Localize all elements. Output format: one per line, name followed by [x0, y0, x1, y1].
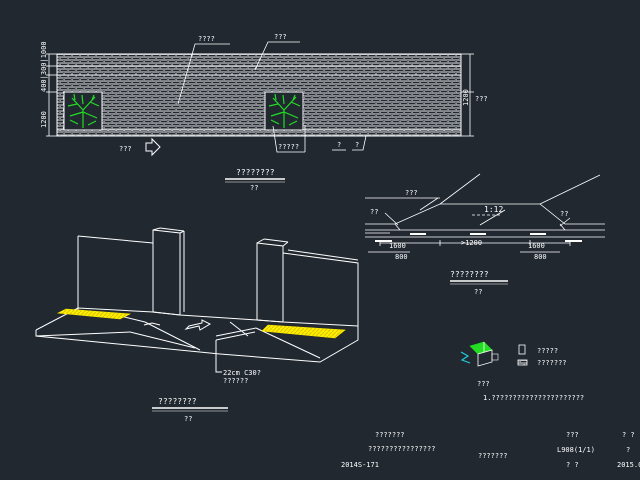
legend-block: ????? ???????: [460, 341, 567, 367]
section-dim-5: 800: [534, 253, 547, 261]
notes-title: ???: [477, 380, 490, 388]
legend-swatch-1: [518, 344, 526, 355]
title-mark-1: ? ?: [622, 431, 635, 439]
plan-label-bottom-mid: ?????: [278, 143, 299, 151]
tactile-paving-left: [56, 308, 132, 320]
title-sheet: L908(1/1): [557, 446, 595, 454]
plan-label-top-2: ???: [274, 33, 287, 41]
caption-persp-title: ????????: [158, 397, 197, 406]
legend-swatch-2: [517, 359, 528, 366]
plan-view: 400|300|1000 1200 1200 ??? ???? ??? ??? …: [40, 33, 488, 157]
flow-arrow-icon: [145, 137, 161, 157]
caption-section: ???????? ??: [450, 270, 508, 296]
perspective-view: [35, 227, 359, 373]
tree-pit-left: [63, 91, 103, 131]
plan-dim-left-top: 400|300|1000: [40, 41, 48, 92]
title-block: ??????? ???????????????? ??????? 2014S-1…: [341, 431, 640, 469]
plan-label-bottom-right-2: ?: [355, 141, 359, 149]
section-dim-4: 800: [395, 253, 408, 261]
title-drawing: ???????: [478, 452, 508, 460]
section-slope: 1:12: [484, 205, 503, 214]
plan-bottom-leaders: [272, 125, 367, 153]
plan-label-top-1: ????: [198, 35, 215, 43]
plan-dimension-left: [46, 53, 57, 137]
caption-persp-scale: ??: [184, 415, 192, 423]
plan-dimension-right: [461, 53, 474, 137]
plan-label-bottom-left: ???: [119, 145, 132, 153]
title-project-2: ????????????????: [368, 445, 435, 453]
title-col-1: ???: [566, 431, 579, 439]
title-project-1: ???????: [375, 431, 405, 439]
ramp-arrow-icon: [184, 319, 212, 331]
plan-paving-area: [56, 53, 462, 137]
caption-plan-title: ????????: [236, 168, 275, 177]
caption-persp: ???????? ??: [152, 397, 228, 423]
notes-line-1: 1.??????????????????????: [483, 394, 584, 402]
tree-pit-right: [264, 91, 304, 131]
persp-note-1: 22cm C30?: [223, 369, 261, 377]
key-plan-icon: [460, 341, 499, 367]
section-dim-1: 1600: [389, 242, 406, 250]
section-dashes: [375, 233, 582, 242]
caption-section-scale: ??: [474, 288, 482, 296]
tactile-paving-right: [261, 324, 346, 339]
plan-dim-left-bottom: 1200: [40, 111, 48, 128]
caption-plan: ???????? ??: [225, 168, 285, 192]
tree-icon: [268, 93, 301, 128]
section-label-left: ??: [370, 208, 378, 216]
plan-label-right: ???: [475, 95, 488, 103]
tree-icon: [67, 93, 100, 128]
caption-plan-scale: ??: [250, 184, 258, 192]
section-label-right: ??: [560, 210, 568, 218]
legend-item-2: ???????: [537, 359, 567, 367]
legend-item-1: ?????: [537, 347, 558, 355]
notes-block: ??? 1.??????????????????????: [477, 380, 584, 402]
section-dim-2: >1200: [461, 239, 482, 247]
section-dim-3: 1600: [528, 242, 545, 250]
persp-note-2: ??????: [223, 377, 248, 385]
plan-dim-right: 1200: [462, 89, 470, 106]
plan-label-bottom-right-1: ?: [337, 141, 341, 149]
caption-section-title: ????????: [450, 270, 489, 279]
title-col-2: ? ?: [566, 461, 579, 469]
title-date: 2015.03: [617, 461, 640, 469]
plan-leader-lines: [177, 41, 300, 105]
title-page: ?: [626, 446, 630, 454]
title-code: 2014S-171: [341, 461, 379, 469]
section-label-top: ???: [405, 189, 418, 197]
